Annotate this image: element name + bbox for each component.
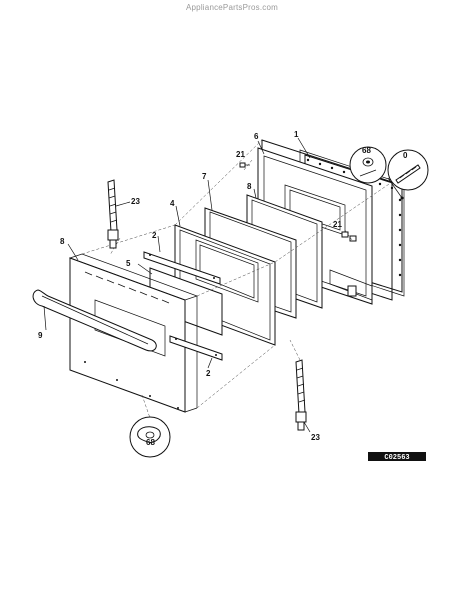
- label-part-1: 1: [294, 130, 299, 139]
- assembly-lines: [81, 139, 393, 419]
- label-part-2-lower: 2: [206, 369, 211, 378]
- label-part-23-upper: 23: [131, 197, 140, 206]
- leader-23-upper: [115, 201, 131, 207]
- leader-5: [137, 263, 153, 275]
- label-detail-68-lower: 68: [146, 438, 155, 447]
- leader-2-upper: [157, 235, 161, 253]
- label-part-21-upper: 21: [236, 150, 245, 159]
- leader-8-door: [67, 243, 79, 261]
- label-part-4: 4: [170, 199, 175, 208]
- glass-bracket-2-upper: [143, 251, 221, 285]
- label-part-8-door: 8: [60, 237, 65, 246]
- leader-9: [43, 305, 47, 331]
- label-part-8-gasket: 8: [247, 182, 252, 191]
- screw-21-upper: [239, 162, 250, 168]
- detail-circle-68-lower: [129, 416, 171, 458]
- label-part-2-upper: 2: [152, 231, 157, 240]
- label-part-23-lower: 23: [311, 433, 320, 442]
- hinge-23-lower: [295, 359, 307, 431]
- label-part-7: 7: [202, 172, 207, 181]
- label-part-5: 5: [126, 259, 131, 268]
- label-detail-68-upper: 68: [362, 146, 371, 155]
- door-handle-9: [32, 289, 157, 352]
- leader-23-lower: [303, 421, 311, 433]
- leader-8-gasket: [253, 188, 257, 199]
- label-part-21-lower: 21: [333, 220, 342, 229]
- diagram-code-box: C02563: [368, 452, 426, 462]
- label-detail-0: 0: [403, 151, 408, 160]
- leader-2-lower: [207, 357, 213, 369]
- glass-bracket-2-lower: [169, 335, 223, 361]
- hinge-23-upper: [107, 179, 119, 249]
- leader-4: [175, 205, 181, 227]
- watermark: AppliancePartsPros.com: [186, 3, 278, 12]
- leader-7: [207, 179, 213, 211]
- detail-circle-68-upper: [349, 146, 387, 184]
- label-part-6: 6: [254, 132, 259, 141]
- leader-1: [297, 137, 311, 159]
- label-part-9: 9: [38, 331, 43, 340]
- detail-circle-0: [387, 149, 429, 191]
- diagram-code: C02563: [384, 454, 409, 462]
